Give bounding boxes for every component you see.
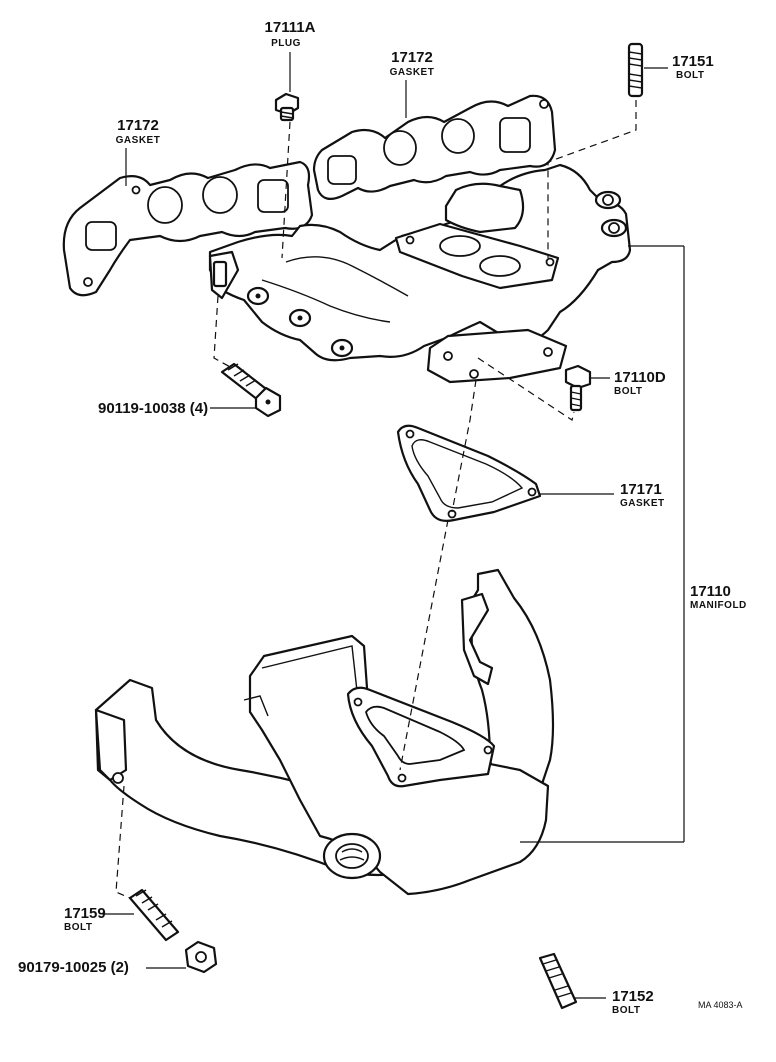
part-number: 17110D (614, 369, 666, 386)
nut-90179-10025 (184, 940, 218, 974)
gasket-17171 (396, 424, 542, 522)
part-number: 17159 (64, 905, 106, 922)
part-name: BOLT (614, 386, 642, 397)
label-bolt-17152: 17152 BOLT (612, 988, 654, 1016)
label-gasket-17171: 17171 GASKET (620, 481, 665, 509)
plug-17111A (274, 92, 300, 122)
part-number: 17172 (391, 49, 433, 66)
part-name: PLUG (271, 38, 301, 49)
label-nut-90179-10025: 90179-10025 (2) (18, 959, 129, 976)
label-gasket-top-17172: 17172 GASKET (390, 49, 435, 78)
part-number: 17171 (620, 481, 662, 498)
part-number: 90119-10038 (4) (98, 400, 208, 417)
part-name: GASKET (390, 67, 435, 78)
stud-bolt-17152 (538, 952, 578, 1010)
stud-bolt-17151 (627, 42, 644, 98)
part-number: 90179-10025 (2) (18, 959, 129, 976)
part-name: BOLT (612, 1005, 640, 1016)
label-plug-17111A: 17111A PLUG (265, 19, 316, 49)
part-name: GASKET (116, 135, 161, 146)
part-name: GASKET (620, 498, 665, 509)
part-number: 17151 (672, 53, 714, 70)
stud-bolt-17159 (128, 888, 180, 942)
label-gasket-left-17172: 17172 GASKET (116, 117, 161, 146)
reference-code: MA 4083-A (698, 1000, 743, 1010)
gasket-top-17172 (312, 94, 557, 201)
gasket-left-17172 (62, 160, 314, 297)
part-name: BOLT (676, 70, 704, 81)
label-manifold-17110: 17110 MANIFOLD (690, 583, 747, 611)
alignment-lines (115, 100, 637, 899)
part-number: 17172 (117, 117, 159, 134)
exhaust-manifold (94, 568, 555, 896)
bolt-17110D (564, 364, 592, 412)
part-number: 17110 (690, 583, 731, 600)
part-name: MANIFOLD (690, 600, 747, 611)
part-number: 17111A (265, 19, 316, 36)
bolt-90119-10038 (220, 362, 282, 418)
leader-lines (102, 52, 685, 999)
intake-manifold (208, 163, 632, 384)
label-bolt-17151: 17151 BOLT (672, 53, 714, 81)
part-number: 17152 (612, 988, 654, 1005)
label-bolt-17159: 17159 BOLT (64, 905, 106, 933)
label-bolt-17110D: 17110D BOLT (614, 369, 666, 397)
part-name: BOLT (64, 922, 92, 933)
label-bolt-90119-10038: 90119-10038 (4) (98, 400, 208, 417)
